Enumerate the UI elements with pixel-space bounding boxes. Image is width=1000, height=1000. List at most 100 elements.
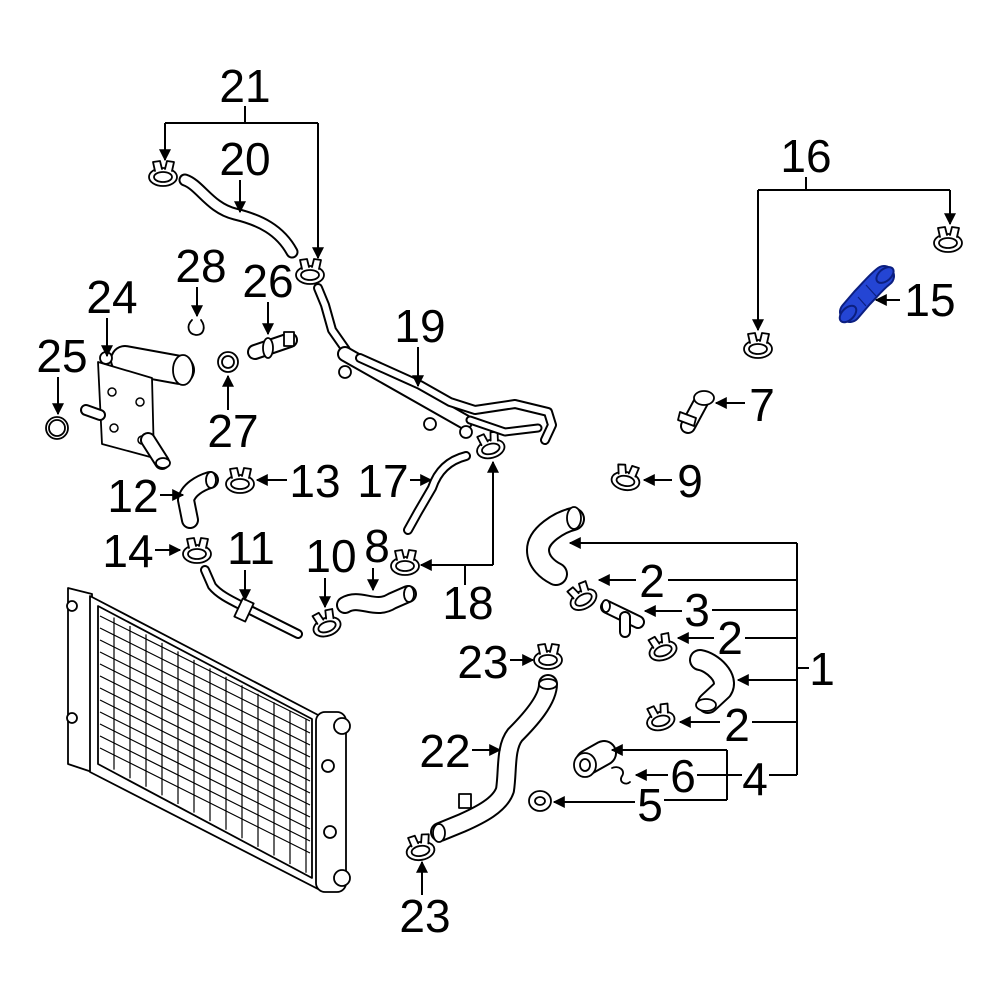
clamp-16-left	[743, 332, 773, 359]
fitting-7-clip	[677, 411, 697, 427]
callout-20: 20	[219, 133, 270, 185]
callout-10: 10	[305, 530, 356, 582]
flange-24-elbow-body	[112, 347, 193, 383]
hose-1-lower	[689, 649, 735, 714]
hose-20-body	[180, 175, 297, 257]
pipe-assembly-19	[313, 283, 557, 445]
fitting-7	[677, 390, 715, 434]
hose-8-end	[403, 585, 415, 603]
tee-fitting-3	[600, 599, 645, 638]
hose-12-end	[205, 471, 217, 489]
pipe-19-branch-body	[467, 417, 541, 435]
washer-5-hole	[534, 796, 546, 806]
fitting-7-port	[693, 390, 715, 406]
callout-1: 1	[809, 643, 835, 695]
hose-1-lower-end	[695, 698, 717, 712]
callout-21: 21	[219, 60, 270, 112]
clamp-10	[307, 606, 345, 641]
connector-4	[573, 740, 617, 778]
callout-3: 3	[684, 584, 710, 636]
hose-15-bottom-end	[838, 304, 858, 324]
hose-15-highlighted	[838, 265, 895, 324]
callout-8: 8	[364, 520, 390, 572]
radiator-fitting-top	[333, 717, 351, 735]
hose-1-upper	[526, 506, 585, 586]
clamp-18-left	[390, 549, 420, 576]
callout-28: 28	[175, 240, 226, 292]
hose-17-body	[405, 453, 469, 533]
hose-20	[178, 173, 299, 259]
callout-26: 26	[242, 255, 293, 307]
clip-6	[611, 766, 631, 785]
hose-11	[200, 565, 303, 639]
hose-12	[177, 471, 219, 529]
callout-25: 25	[36, 330, 87, 382]
hose-8-body	[338, 587, 415, 612]
radiator-fitting-bottom	[333, 869, 351, 887]
callout-17: 17	[357, 455, 408, 507]
hose-1-upper-body	[528, 509, 583, 584]
clip-28	[187, 319, 205, 336]
radiator	[66, 587, 351, 893]
callout-6: 6	[670, 750, 696, 802]
o-ring-27-inner	[221, 355, 235, 369]
radiator-fitting-upper	[321, 759, 335, 773]
clamp-16-right	[933, 226, 963, 253]
hose-1-upper-end	[566, 506, 582, 530]
callout-11: 11	[227, 522, 275, 574]
callout-9: 9	[677, 455, 703, 507]
sensor-26-nut	[262, 337, 274, 359]
clamp-2-lower	[642, 700, 678, 735]
callout-labels: 21 20 28 26 24 25 27 19 16 15 7 9 13 17 …	[36, 60, 955, 942]
clamp-9	[609, 461, 643, 494]
pipe-19-feed-body	[315, 285, 349, 353]
clamp-2-upper	[562, 577, 602, 616]
hose-12-body	[179, 473, 217, 527]
radiator-tubes	[99, 615, 311, 854]
flange-24-elbow-port	[172, 354, 194, 386]
callout-7: 7	[749, 379, 775, 431]
callout-23-bottom: 23	[399, 890, 450, 942]
flange-housing-24	[80, 345, 195, 470]
pipe-19-tab-left	[338, 365, 352, 379]
hose-22-bottom-end	[432, 823, 446, 843]
flange-24-side-port-body	[82, 406, 104, 419]
callout-2-upper: 2	[639, 555, 665, 607]
radiator-mount-tab-bottom	[66, 712, 78, 724]
hose-22-body	[432, 676, 556, 840]
clamp-14	[182, 537, 212, 564]
hose-22	[430, 674, 558, 843]
callout-18: 18	[442, 577, 493, 629]
radiator-fins	[113, 617, 307, 873]
pipe-19-main-body	[357, 355, 555, 443]
hose-8	[336, 585, 417, 614]
callout-15: 15	[904, 274, 955, 326]
callout-14: 14	[102, 525, 153, 577]
radiator-fitting-lower	[323, 825, 337, 839]
clamp-2-middle	[643, 630, 681, 665]
hose-15-band	[857, 284, 877, 307]
clamp-23-bottom	[403, 831, 437, 864]
hose-17	[403, 451, 471, 535]
pipe-19-tab-mid	[423, 417, 437, 431]
connector-4-bore	[579, 758, 591, 772]
flange-24-hole-2	[135, 397, 145, 407]
clamp-23-top	[533, 643, 563, 670]
sensor-26-connector	[283, 331, 295, 347]
callout-24: 24	[86, 271, 137, 323]
callout-2-middle: 2	[717, 612, 743, 664]
hose-22-bracket	[458, 793, 472, 809]
radiator-left-tank	[67, 587, 93, 773]
clamp-21-left	[148, 160, 178, 187]
callout-2-lower: 2	[724, 699, 750, 751]
pipe-19-tab-right	[459, 425, 473, 439]
callout-12: 12	[107, 470, 158, 522]
flange-24-outlet-end	[155, 457, 171, 469]
callout-22: 22	[419, 725, 470, 777]
callout-16: 16	[780, 130, 831, 182]
callout-23-top: 23	[457, 636, 508, 688]
callout-13: 13	[289, 455, 340, 507]
clamp-21-right	[295, 258, 325, 285]
flange-24-hole-3	[109, 423, 119, 433]
